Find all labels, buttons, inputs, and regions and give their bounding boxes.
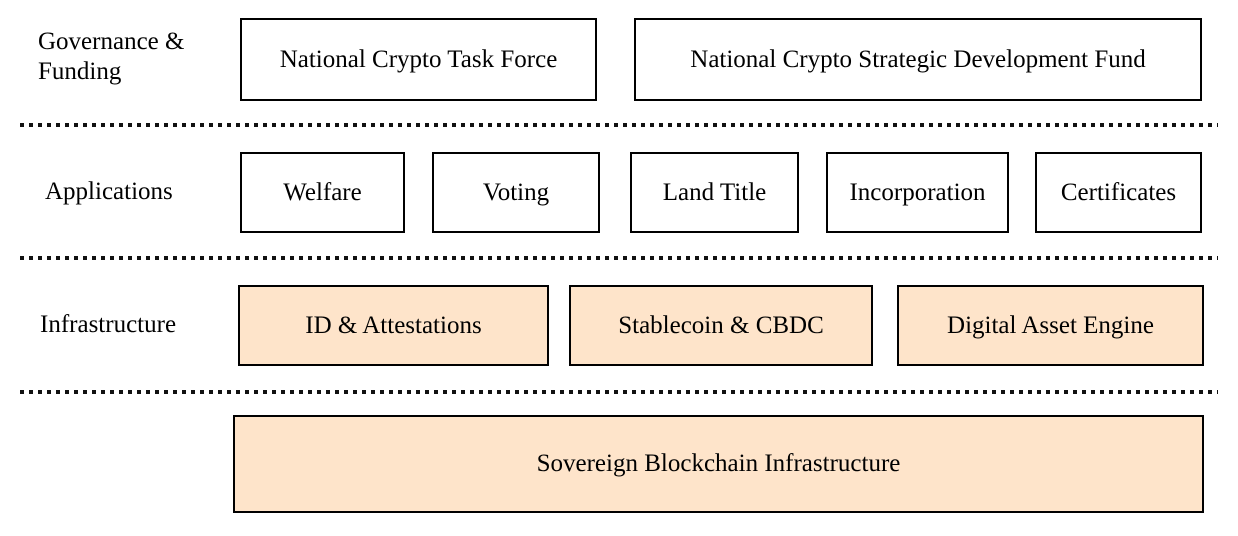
dotted-divider-governance-applications (20, 123, 1218, 127)
box-stablecoin-cbdc: Stablecoin & CBDC (569, 285, 873, 366)
box-national-crypto-task-force: National Crypto Task Force (240, 18, 597, 101)
layer-label-infrastructure: Infrastructure (40, 311, 177, 338)
box-national-crypto-strategic-development-fund: National Crypto Strategic Development Fu… (634, 18, 1202, 101)
box-sovereign-blockchain-infrastructure: Sovereign Blockchain Infrastructure (233, 415, 1204, 513)
dotted-divider-infrastructure-base (20, 390, 1218, 394)
box-id-attestations: ID & Attestations (238, 285, 549, 366)
box-voting: Voting (432, 152, 600, 233)
box-certificates: Certificates (1035, 152, 1202, 233)
box-digital-asset-engine: Digital Asset Engine (897, 285, 1204, 366)
box-welfare: Welfare (240, 152, 405, 233)
layer-label-applications: Applications (45, 178, 173, 205)
dotted-divider-applications-infrastructure (20, 256, 1218, 260)
box-incorporation: Incorporation (826, 152, 1009, 233)
layer-label-governance-funding: Governance & Funding (38, 28, 185, 85)
box-land-title: Land Title (630, 152, 799, 233)
